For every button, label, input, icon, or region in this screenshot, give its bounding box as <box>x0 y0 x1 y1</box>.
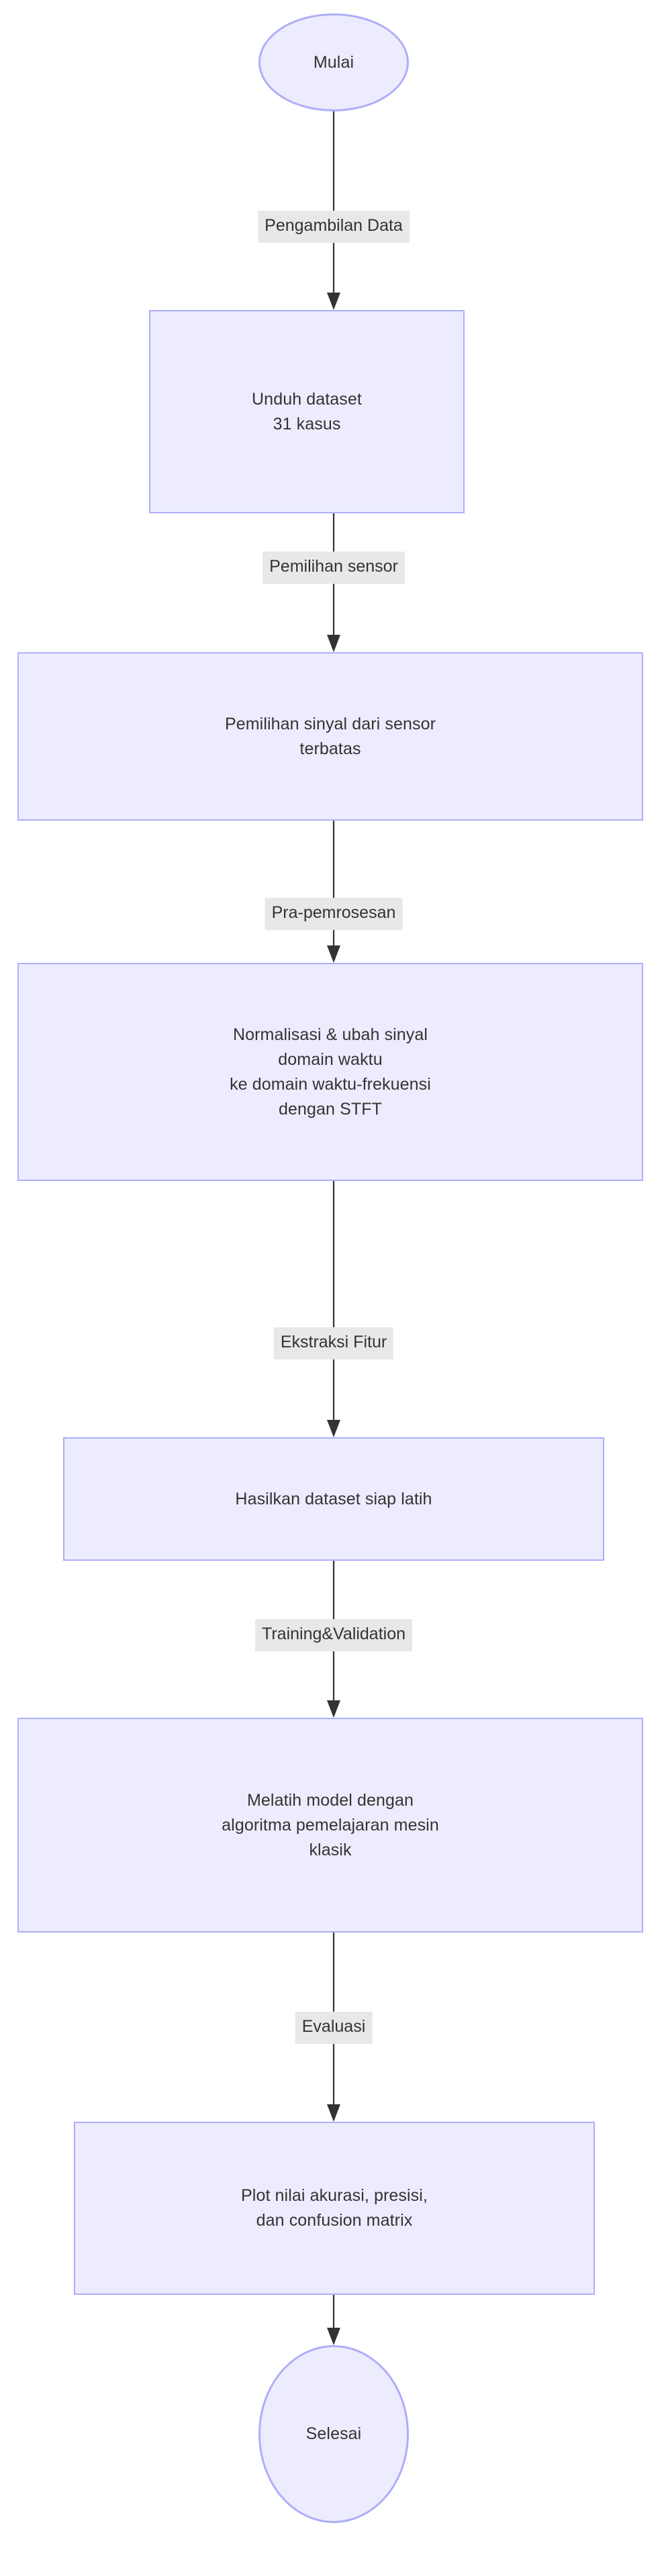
arrowhead-evaluate-to-end <box>327 2328 340 2345</box>
arrowhead-train-to-evaluate <box>327 2104 340 2122</box>
arrowhead-select-to-preprocess <box>327 945 340 963</box>
node-preprocessing[interactable]: Normalisasi & ubah sinyal domain waktu k… <box>17 963 643 1181</box>
node-ready-dataset[interactable]: Hasilkan dataset siap latih <box>63 1437 604 1561</box>
node-download-dataset[interactable]: Unduh dataset 31 kasus <box>149 310 465 513</box>
node-start[interactable]: Mulai <box>258 13 409 111</box>
arrowhead-download-to-select <box>327 635 340 652</box>
node-train-model[interactable]: Melatih model dengan algoritma pemelajar… <box>17 1718 643 1933</box>
node-evaluate-metrics[interactable]: Plot nilai akurasi, presisi, dan confusi… <box>74 2122 595 2295</box>
edge-label-evaluasi: Evaluasi <box>295 2012 373 2044</box>
arrowhead-start-to-download <box>327 293 340 310</box>
edge-label-pra-pemrosesan: Pra-pemrosesan <box>265 898 403 930</box>
node-signal-selection[interactable]: Pemilihan sinyal dari sensor terbatas <box>17 652 643 821</box>
arrowhead-preprocess-to-dataset <box>327 1420 340 1437</box>
edge-label-pemilihan-sensor: Pemilihan sensor <box>263 552 405 584</box>
arrowhead-dataset-to-train <box>327 1700 340 1718</box>
node-end[interactable]: Selesai <box>258 2345 409 2523</box>
edge-label-ekstraksi-fitur: Ekstraksi Fitur <box>273 1327 394 1359</box>
edge-label-pengambilan-data: Pengambilan Data <box>258 211 410 243</box>
edge-label-training-validation: Training&Validation <box>254 1619 413 1651</box>
